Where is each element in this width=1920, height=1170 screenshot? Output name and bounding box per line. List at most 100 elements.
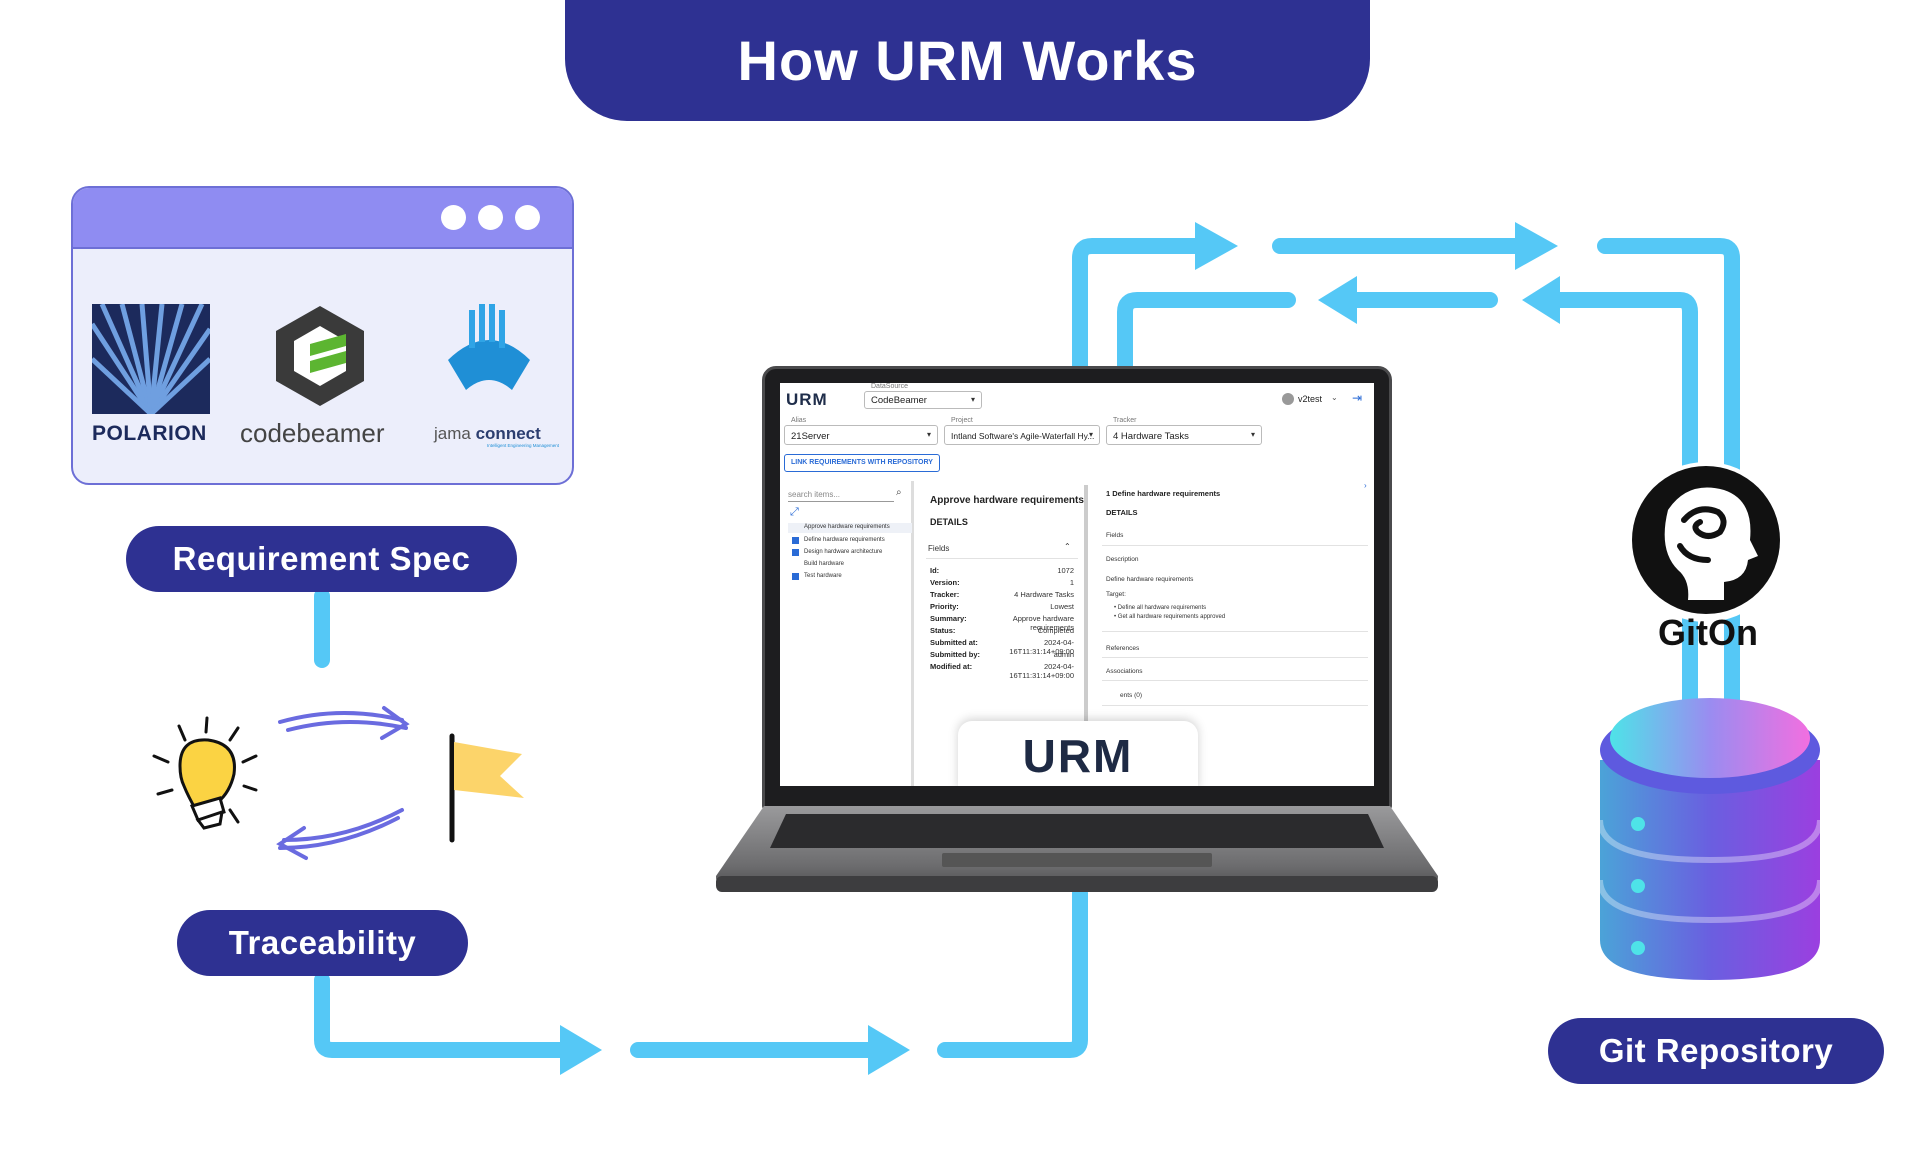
window-dot-icon <box>441 205 466 230</box>
tracker-value: 4 Hardware Tasks <box>1113 431 1189 442</box>
chevron-down-icon: ▾ <box>926 430 931 439</box>
jama-tagline: Intelligent Engineering Management <box>487 443 560 448</box>
expand-plus-icon[interactable] <box>792 537 799 544</box>
window-dot-icon <box>478 205 503 230</box>
window-title-bar <box>73 188 572 249</box>
page-title: How URM Works <box>737 29 1198 92</box>
requirement-spec-label: Requirement Spec <box>126 526 517 592</box>
tree-item[interactable]: Build hardware <box>804 561 845 567</box>
chevron-right-icon[interactable]: › <box>1364 481 1367 490</box>
detail-panel <box>920 485 1088 786</box>
jama-name: jama <box>434 424 471 443</box>
arrowhead-back-1 <box>1318 276 1357 324</box>
laptop-up-outer <box>1072 238 1208 374</box>
alias-label: Alias <box>789 417 809 424</box>
tracker-label: Tracker <box>1111 417 1139 424</box>
right-references[interactable]: References <box>1106 645 1140 652</box>
fields-label[interactable]: Fields <box>928 544 950 553</box>
right-fields[interactable]: Fields <box>1106 532 1124 539</box>
avatar[interactable] <box>1282 393 1294 405</box>
urm-overlay-logo: URM <box>1022 730 1134 782</box>
traceability-label: Traceability <box>177 910 468 976</box>
search-input[interactable]: search items... <box>788 490 894 502</box>
right-associations[interactable]: Associations <box>1106 668 1143 675</box>
tree-item[interactable]: Design hardware architecture <box>804 549 883 555</box>
datasource-select[interactable]: DataSource CodeBeamer ▾ <box>864 383 982 409</box>
field-key: Priority: <box>930 602 959 611</box>
field-key: Status: <box>930 626 956 635</box>
link-requirements-button[interactable]: LINK REQUIREMENTS WITH REPOSITORY <box>784 454 940 472</box>
field-value: 2024-04-16T11:31:14+09:00 <box>1009 662 1074 680</box>
tree-item[interactable]: Define hardware requirements <box>804 537 885 543</box>
jama-logo-icon <box>448 304 530 390</box>
arrowhead-top-1 <box>1195 222 1238 270</box>
expand-plus-icon[interactable] <box>792 549 799 556</box>
tracker-select[interactable]: Tracker 4 Hardware Tasks ▾ <box>1106 417 1262 445</box>
expand-icon[interactable]: ⤢ <box>790 506 799 518</box>
urm-app-screen: URM DataSource CodeBeamer ▾ v2test ⌄ ⇥ A… <box>780 383 1374 786</box>
user-name[interactable]: v2test <box>1298 394 1323 404</box>
title-banner: How URM Works <box>565 0 1370 121</box>
field-value: 2024-04-16T11:31:14+09:00 <box>1009 638 1074 656</box>
field-value: Lowest <box>1050 602 1074 611</box>
bullet-text: Define all hardware requirements <box>1117 605 1207 611</box>
top-inner-right <box>1537 292 1698 708</box>
expand-plus-icon[interactable] <box>792 573 799 580</box>
right-desc-text: Define hardware requirements <box>1106 576 1194 583</box>
chevron-down-icon: ▾ <box>970 395 975 404</box>
polarion-logo-icon <box>92 304 210 414</box>
right-bullet: • Get all hardware requirements approved <box>1114 614 1226 620</box>
tree-item[interactable]: Test hardware <box>804 573 842 579</box>
alias-value: 21Server <box>791 431 830 442</box>
database-icon <box>1597 698 1823 980</box>
search-icon[interactable]: ⌕ <box>896 487 902 498</box>
field-key: Modified at: <box>930 662 973 671</box>
chevron-up-icon[interactable]: ⌃ <box>1064 542 1071 551</box>
traceability-illustration <box>152 706 524 860</box>
polarion-label: POLARION <box>92 422 207 445</box>
codebeamer-label: codebeamer <box>240 418 385 448</box>
right-bullet: • Define all hardware requirements <box>1114 605 1207 611</box>
trace-path-3 <box>937 885 1088 1058</box>
right-description[interactable]: Description <box>1106 556 1139 563</box>
right-comments[interactable]: ents (0) <box>1120 692 1143 699</box>
chevron-down-icon: ▾ <box>1250 430 1255 439</box>
logout-icon[interactable]: ⇥ <box>1352 391 1363 405</box>
flag-icon <box>449 733 524 843</box>
right-section: DETAILS <box>1106 508 1138 517</box>
git-repository-label: Git Repository <box>1548 1018 1884 1084</box>
window-dot-icon <box>515 205 540 230</box>
chevron-down-icon[interactable]: ⌄ <box>1331 393 1338 402</box>
tree-selected-highlight <box>788 523 912 533</box>
tree-panel <box>780 481 914 786</box>
field-key: Version: <box>930 578 960 587</box>
datasource-value: CodeBeamer <box>871 395 927 406</box>
trace-path-1 <box>314 972 578 1058</box>
right-title: 1 Define hardware requirements <box>1106 489 1221 498</box>
field-key: Submitted at: <box>930 638 978 647</box>
project-select[interactable]: Project Intland Software's Agile-Waterfa… <box>944 417 1100 445</box>
detail-section: DETAILS <box>930 517 968 527</box>
arrowhead-trace-2 <box>868 1025 910 1075</box>
laptop-keyboard-base <box>716 806 1438 892</box>
alias-select[interactable]: Alias 21Server ▾ <box>784 417 938 445</box>
top-outer-right <box>1597 238 1740 708</box>
arrowhead-trace-1 <box>560 1025 602 1075</box>
project-value: Intland Software's Agile-Waterfall Hy... <box>951 431 1095 441</box>
field-value: Completed <box>1037 626 1074 635</box>
divider <box>1102 680 1368 681</box>
divider <box>1102 631 1368 632</box>
field-value: admin <box>1053 650 1074 659</box>
bullet-text: Get all hardware requirements approved <box>1117 614 1226 620</box>
arrowhead-back-2 <box>1522 276 1560 324</box>
divider <box>926 558 1078 559</box>
arrowhead-top-2 <box>1515 222 1558 270</box>
field-value: 1 <box>1069 578 1074 587</box>
divider <box>1102 705 1368 706</box>
field-value: 1072 <box>1057 566 1074 575</box>
tree-item[interactable]: Approve hardware requirements <box>804 524 890 530</box>
project-label: Project <box>949 417 975 424</box>
giton-logo-icon <box>1628 462 1784 622</box>
urm-overlay-card: URM <box>958 721 1198 786</box>
lightbulb-icon <box>152 716 258 830</box>
